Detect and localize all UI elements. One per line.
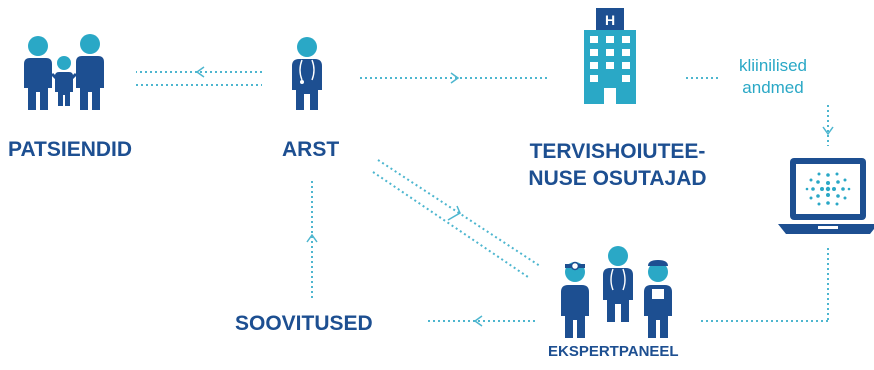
- edge-doctor-to-patients: [136, 66, 262, 78]
- edge-providers-to-computer: [686, 77, 834, 146]
- edge-panel-to-recommendations: [426, 315, 535, 327]
- edge-panel-to-doctor: [372, 171, 529, 278]
- providers-label: TERVISHOIUTEE- NUSE OSUTAJAD: [500, 138, 735, 192]
- doctor-label: ARST: [282, 138, 340, 161]
- recommendations-label: SOOVITUSED: [235, 312, 373, 335]
- providers-label-line1: TERVISHOIUTEE-: [529, 140, 706, 163]
- family-icon: [24, 34, 104, 110]
- providers-label-line2: NUSE OSUTAJAD: [528, 167, 707, 190]
- edge-recommendations-to-doctor: [306, 180, 318, 298]
- clinical-data-line2: andmed: [742, 78, 804, 97]
- clinical-data-line1: kliinilised: [738, 56, 808, 75]
- svg-text:H: H: [605, 12, 615, 28]
- expert-panel-label: EKSPERTPANEEL: [548, 343, 679, 360]
- medical-team-icon: [561, 246, 672, 338]
- laptop-icon: [778, 158, 874, 234]
- edge-doctor-to-panel: [377, 159, 541, 267]
- edge-computer-to-panel: [700, 248, 829, 322]
- patients-label: PATSIENDID: [8, 138, 133, 161]
- edge-doctor-to-providers: [360, 72, 550, 84]
- doctor-icon: [292, 37, 322, 110]
- clinical-data-label: kliinilised andmed: [718, 55, 828, 99]
- hospital-icon: H: [584, 8, 636, 104]
